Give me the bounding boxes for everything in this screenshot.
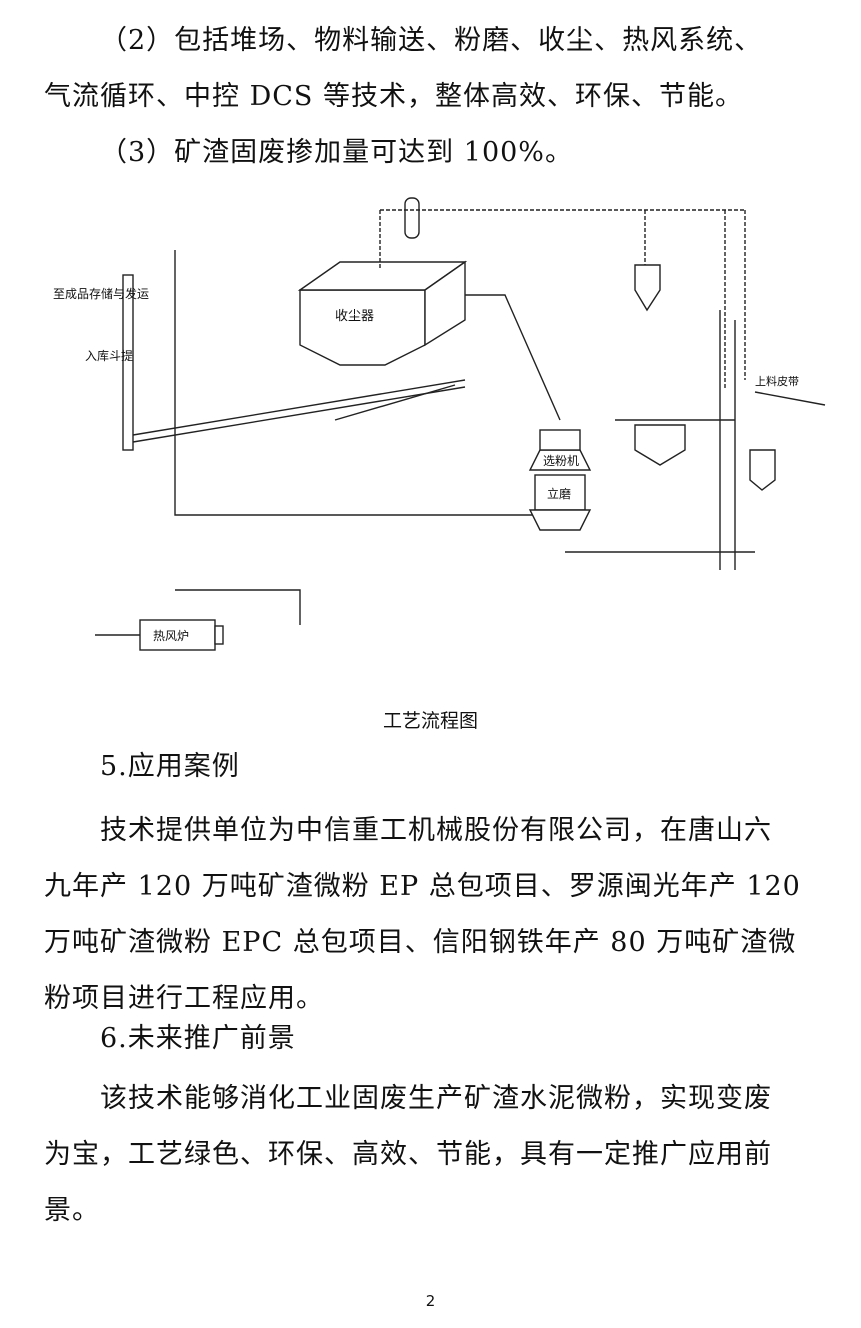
paragraph-line: 九年产 120 万吨矿渣微粉 EP 总包项目、罗源闽光年产 120 [44,871,801,902]
page-number: 2 [425,1292,436,1310]
paragraph-line: 技术提供单位为中信重工机械股份有限公司，在唐山六 [100,815,772,846]
paragraph-line: 景。 [44,1195,100,1226]
bucket-elevator-label: 入库斗提 [85,348,133,363]
feeding-belt-label: 上料皮带 [755,374,799,388]
paragraph-line: 粉项目进行工程应用。 [44,983,324,1014]
section-heading: 6.未来推广前景 [100,1023,296,1054]
figure-caption: 工艺流程图 [382,710,478,732]
separator-label: 选粉机 [543,454,579,468]
bucket-elevator-shaft [122,274,134,451]
hot-air-furnace-body [139,619,216,651]
exhaust-stack [404,197,420,239]
dust-collector-body [299,289,426,366]
section-heading: 5.应用案例 [100,751,240,782]
dust-collector-label: 收尘器 [335,309,374,324]
cyclone [634,264,661,312]
hot-air-furnace-label: 热风炉 [153,629,189,643]
dust-collector-side [424,260,466,347]
paragraph-line: 该技术能够消化工业固废生产矿渣水泥微粉，实现变废 [100,1083,772,1114]
storage-hopper [634,424,686,466]
raw-material-silo [749,449,776,491]
paragraph-line: 万吨矿渣微粉 EPC 总包项目、信阳钢铁年产 80 万吨矿渣微 [44,927,797,958]
process-flow-diagram: 入库斗提 至成品存储与发运 收尘器 选粉机 立磨 热风炉 上料皮带 [53,197,826,651]
vertical-mill-label: 立磨 [547,486,571,501]
paragraph-line: （2）包括堆场、物料输送、粉磨、收尘、热风系统、 [100,25,763,56]
paragraph-line: 为宝，工艺绿色、环保、高效、节能，具有一定推广应用前 [44,1139,772,1170]
paragraph-line: （3）矿渣固废掺加量可达到 100%。 [100,137,573,168]
to-storage-label: 至成品存储与发运 [53,286,149,301]
paragraph-line: 气流循环、中控 DCS 等技术，整体高效、环保、节能。 [44,81,743,112]
